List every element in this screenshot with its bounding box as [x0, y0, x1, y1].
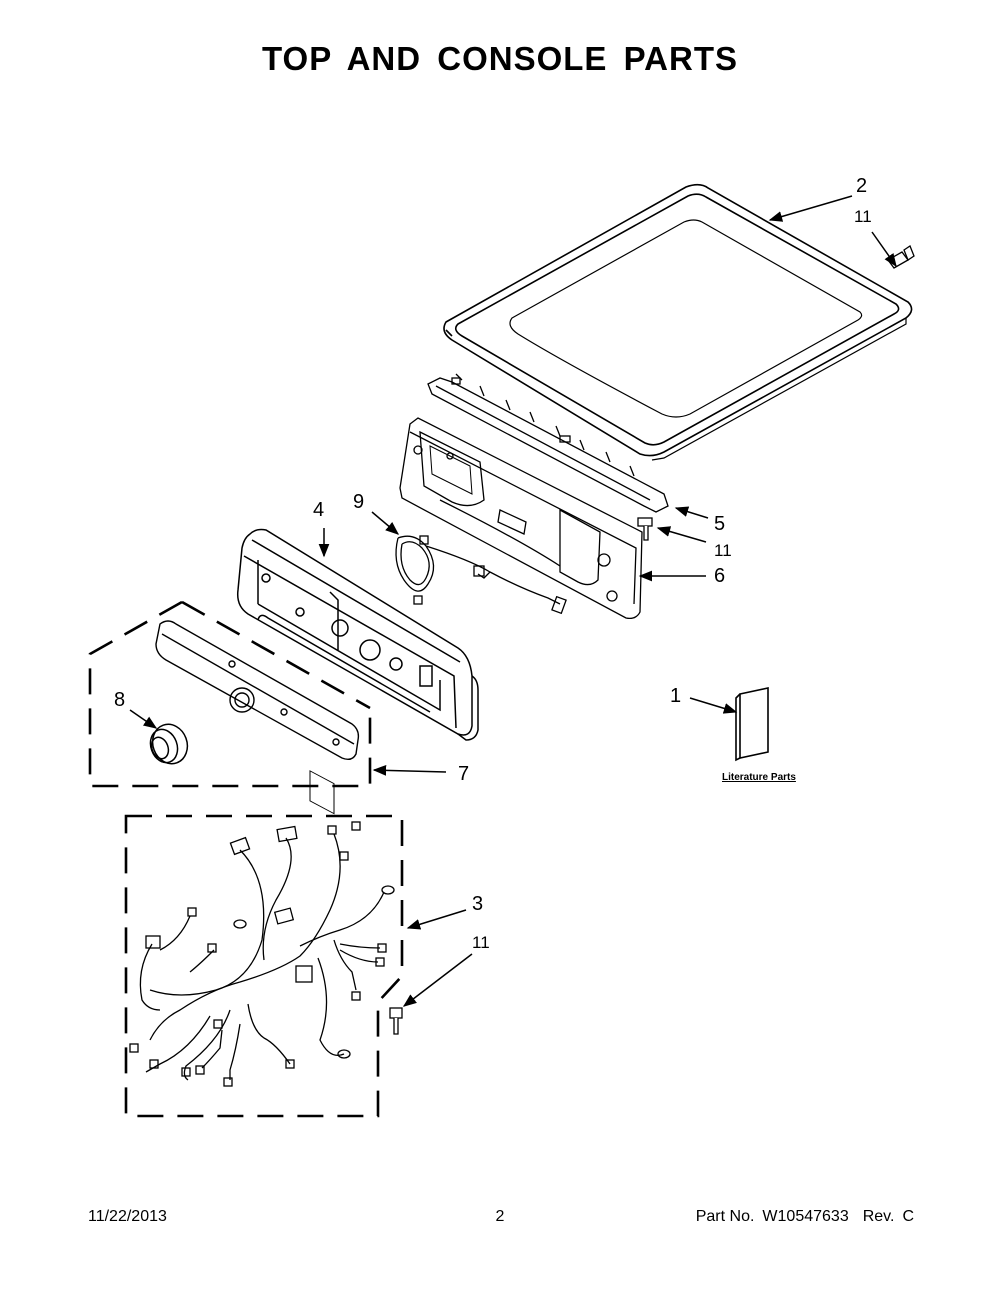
- console-part: [236, 528, 479, 815]
- console-wire-harness-part: [395, 535, 567, 615]
- revision: C: [902, 1208, 914, 1225]
- footer-page-number: 2: [495, 1208, 505, 1225]
- screw-part-console: [637, 517, 653, 541]
- callout-2: 2: [856, 175, 867, 197]
- page-title: TOP AND CONSOLE PARTS: [262, 40, 738, 77]
- main-wire-harness-part: [129, 821, 395, 1087]
- literature-parts-label: Literature Parts: [722, 772, 796, 783]
- part-number: W10547633: [762, 1208, 849, 1225]
- callout-5: 5: [714, 513, 725, 535]
- callout-11-top: 11: [854, 207, 872, 226]
- callout-1: 1: [670, 685, 681, 707]
- revision-label: Rev.: [862, 1208, 895, 1225]
- main-wire-harness-dashed-group: [124, 814, 404, 1118]
- screw-part-harness: [389, 1007, 403, 1035]
- callout-9: 9: [353, 491, 364, 513]
- console-panel-part: [155, 620, 360, 761]
- leader-lines: [129, 195, 897, 1007]
- console-panel-dashed-group: [88, 600, 372, 788]
- screw-part-top: [887, 245, 915, 269]
- part-number-label: Part No.: [695, 1208, 755, 1225]
- footer-date: 11/22/2013: [88, 1208, 167, 1225]
- callout-7: 7: [458, 763, 469, 785]
- callout-4: 4: [313, 499, 324, 521]
- callout-11-console: 11: [714, 541, 732, 560]
- callout-11-harness: 11: [472, 933, 490, 952]
- callout-8: 8: [114, 689, 125, 711]
- console-bracket-part: [427, 373, 669, 513]
- top-panel-part: [443, 183, 913, 461]
- literature-part: [735, 687, 769, 762]
- callout-6: 6: [714, 565, 725, 587]
- footer-part-info: Part No. W10547633 Rev. C: [688, 1208, 914, 1226]
- knob-part: [149, 723, 189, 765]
- callout-3: 3: [472, 893, 483, 915]
- console-back-part: [399, 417, 643, 620]
